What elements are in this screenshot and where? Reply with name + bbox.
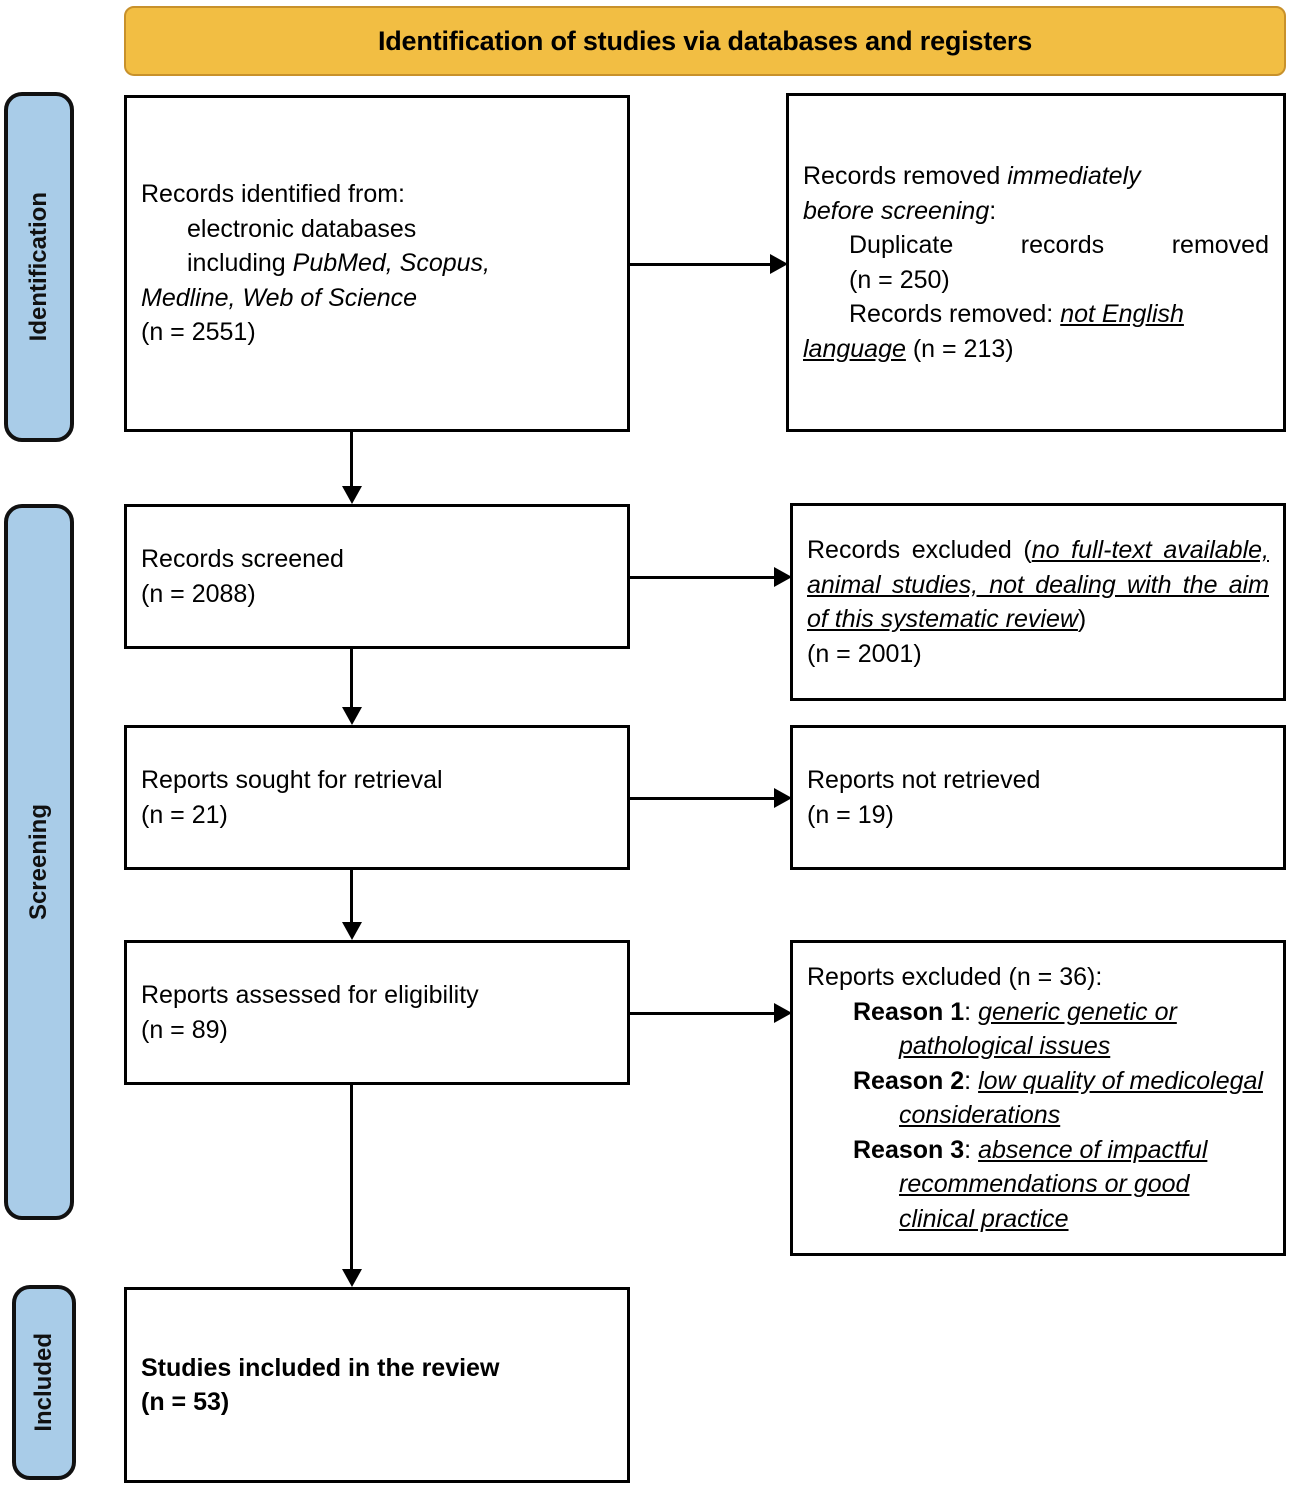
- arrow-head-down-icon: [342, 707, 362, 725]
- box-studies-included: Studies included in the review (n = 53): [124, 1287, 630, 1483]
- reason-3-text: absence of impactful recommendations or …: [899, 1135, 1208, 1233]
- reports-excluded-header: Reports excluded (n = 36):: [807, 963, 1103, 991]
- reports-assessed-count: (n = 89): [141, 1015, 228, 1044]
- stage-label-identification-text: Identification: [25, 192, 52, 342]
- arrow-shaft: [630, 576, 776, 579]
- records-identified-line3: including PubMed, Scopus,: [141, 246, 613, 281]
- diagram-header-banner: Identification of studies via databases …: [124, 6, 1286, 76]
- records-identified-line3-prefix: including: [187, 249, 293, 278]
- arrow-screened-to-sought: [340, 649, 362, 725]
- reports-excluded-reason-3: Reason 3: absence of impactful recommend…: [807, 1133, 1269, 1237]
- records-identified-count: (n = 2551): [141, 318, 256, 347]
- arrow-head-right-icon: [774, 788, 792, 808]
- box-records-screened-text: Records screened (n = 2088): [127, 542, 627, 611]
- reports-sought-label: Reports sought for retrieval: [141, 766, 443, 794]
- stage-label-included-text: Included: [30, 1333, 57, 1432]
- box-studies-included-text: Studies included in the review (n = 53): [127, 1351, 627, 1420]
- arrow-identified-to-screened: [340, 432, 362, 504]
- stage-label-screening-text: Screening: [25, 803, 52, 921]
- arrow-shaft: [350, 432, 353, 486]
- reports-sought-count: (n = 21): [141, 800, 228, 829]
- box-reports-sought-text: Reports sought for retrieval (n = 21): [127, 763, 627, 832]
- box-reports-assessed-for-eligibility: Reports assessed for eligibility (n = 89…: [124, 940, 630, 1085]
- box-reports-not-retrieved-text: Reports not retrieved (n = 19): [793, 763, 1283, 832]
- reason-3-label: Reason 3: [853, 1135, 965, 1164]
- records-excluded-reasons: no full-text available, animal studies, …: [807, 536, 1269, 633]
- records-excluded-prefix: Records excluded (: [807, 536, 1032, 564]
- box-reports-assessed-text: Reports assessed for eligibility (n = 89…: [127, 978, 627, 1047]
- records-removed-line2-suffix: :: [989, 196, 997, 225]
- records-identified-line4: Medline, Web of Science: [141, 283, 418, 312]
- records-removed-line1-prefix: Records removed: [803, 162, 1008, 190]
- arrow-identified-to-removed: [630, 253, 788, 275]
- records-removed-line1-italic: immediately: [1007, 162, 1141, 190]
- box-records-removed-before-screening: Records removed immediately before scree…: [786, 93, 1286, 432]
- arrow-shaft: [350, 1085, 353, 1269]
- arrow-sought-to-not-retrieved: [630, 787, 792, 809]
- reports-excluded-reason-1: Reason 1: generic genetic or pathologica…: [807, 995, 1269, 1064]
- reports-excluded-reason-2: Reason 2: low quality of medicolegal con…: [807, 1064, 1269, 1133]
- duplicate-records-removed-count: (n = 250): [849, 265, 950, 294]
- arrow-head-down-icon: [342, 1269, 362, 1287]
- records-identified-line1: Records identified from:: [141, 180, 406, 209]
- diagram-title: Identification of studies via databases …: [377, 25, 1033, 56]
- box-reports-not-retrieved: Reports not retrieved (n = 19): [790, 725, 1286, 870]
- arrow-assessed-to-reports-excluded: [630, 1002, 792, 1024]
- arrow-head-down-icon: [342, 486, 362, 504]
- reason-2-label: Reason 2: [853, 1066, 965, 1095]
- stage-label-identification: Identification: [4, 92, 74, 442]
- records-removed-language-line: Records removed: not English: [803, 297, 1269, 332]
- records-identified-line2: electronic databases: [187, 214, 417, 243]
- arrow-head-down-icon: [342, 922, 362, 940]
- arrow-shaft: [630, 263, 772, 266]
- arrow-head-right-icon: [774, 567, 792, 587]
- box-records-removed-text: Records removed immediately before scree…: [789, 159, 1283, 366]
- arrow-head-right-icon: [770, 254, 788, 274]
- reason-2-sep: :: [964, 1066, 979, 1095]
- reports-not-retrieved-count: (n = 19): [807, 800, 894, 829]
- duplicate-records-removed-label: Duplicate records removed: [849, 231, 1269, 259]
- arrow-shaft: [630, 1012, 776, 1015]
- records-removed-language-count: (n = 213): [905, 334, 1014, 363]
- box-records-screened: Records screened (n = 2088): [124, 504, 630, 649]
- records-removed-language-line2: language (n = 213): [803, 332, 1269, 367]
- records-removed-language-italic2: language: [803, 334, 906, 363]
- records-screened-count: (n = 2088): [141, 579, 256, 608]
- records-removed-language-italic: not English: [1060, 300, 1184, 328]
- reason-3-sep: :: [964, 1135, 979, 1164]
- reports-not-retrieved-label: Reports not retrieved: [807, 766, 1041, 794]
- reason-2-text: low quality of medicolegal consideration…: [899, 1066, 1263, 1130]
- arrow-shaft: [630, 797, 776, 800]
- box-reports-excluded-reasons: Reports excluded (n = 36): Reason 1: gen…: [790, 940, 1286, 1256]
- stage-label-included: Included: [12, 1285, 76, 1480]
- box-reports-excluded-text: Reports excluded (n = 36): Reason 1: gen…: [793, 960, 1283, 1236]
- studies-included-count: (n = 53): [141, 1388, 230, 1416]
- box-records-excluded-text: Records excluded (no full-text available…: [793, 533, 1283, 671]
- box-records-identified-text: Records identified from: electronic data…: [127, 177, 627, 350]
- reports-assessed-label: Reports assessed for eligibility: [141, 981, 479, 1009]
- box-reports-sought-for-retrieval: Reports sought for retrieval (n = 21): [124, 725, 630, 870]
- arrow-assessed-to-included: [340, 1085, 362, 1287]
- arrow-head-right-icon: [774, 1003, 792, 1023]
- arrow-sought-to-assessed: [340, 870, 362, 940]
- records-excluded-suffix: ): [1077, 605, 1087, 633]
- records-identified-line3-italic: PubMed, Scopus,: [292, 249, 490, 278]
- records-excluded-count: (n = 2001): [807, 639, 922, 668]
- box-records-identified: Records identified from: electronic data…: [124, 95, 630, 432]
- box-records-excluded: Records excluded (no full-text available…: [790, 503, 1286, 701]
- studies-included-label: Studies included in the review: [141, 1353, 500, 1382]
- reason-1-label: Reason 1: [853, 997, 965, 1026]
- records-removed-line2-italic: before screening: [803, 196, 990, 225]
- arrow-shaft: [350, 870, 353, 922]
- records-screened-label: Records screened: [141, 545, 344, 573]
- reason-1-sep: :: [964, 997, 979, 1026]
- records-removed-language-prefix: Records removed:: [849, 300, 1061, 328]
- arrow-screened-to-excluded: [630, 566, 792, 588]
- arrow-shaft: [350, 649, 353, 707]
- stage-label-screening: Screening: [4, 504, 74, 1220]
- reason-1-text: generic genetic or pathological issues: [899, 997, 1177, 1061]
